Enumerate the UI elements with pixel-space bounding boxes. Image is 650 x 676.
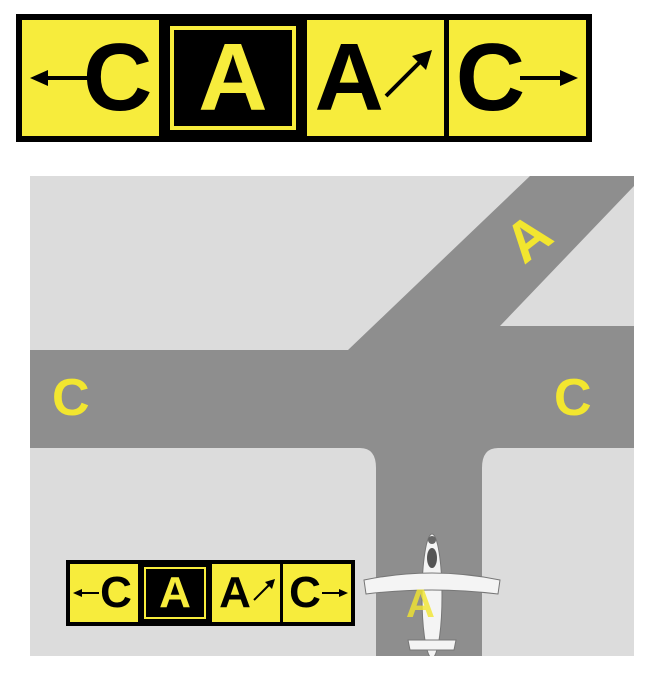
- direction-panel-a-up-right: A: [306, 20, 444, 136]
- location-panel-a: A: [164, 20, 302, 136]
- arrow-up-right-icon: [252, 578, 276, 602]
- direction-panel-a-up-right: A: [212, 564, 280, 622]
- panel-letter: C: [289, 568, 321, 617]
- direction-panel-c-left: C: [22, 20, 160, 136]
- location-panel-a: A: [141, 564, 209, 622]
- pavement-marking-a-bottom: A: [406, 582, 435, 626]
- direction-panel-c-left: C: [70, 564, 138, 622]
- direction-panel-c-right: C: [448, 20, 586, 136]
- arrow-up-right-icon: [382, 48, 434, 100]
- arrow-right-icon: [520, 68, 578, 88]
- pavement-marking-c-right: C: [554, 369, 592, 427]
- panel-letter: C: [455, 24, 526, 131]
- panel-letter: A: [198, 24, 268, 131]
- airplane-icon: [363, 533, 501, 656]
- arrow-right-icon: [322, 588, 348, 598]
- arrow-left-icon: [30, 68, 88, 88]
- arrow-left-icon: [73, 588, 99, 598]
- taxiway-sign-large: C A A C: [16, 14, 592, 142]
- panel-letter: A: [219, 568, 251, 617]
- panel-letter: C: [82, 24, 153, 131]
- pavement-marking-c-left: C: [52, 369, 90, 427]
- direction-panel-c-right: C: [283, 564, 351, 622]
- panel-letter: A: [314, 24, 384, 131]
- taxiway-sign-small: C A A C: [66, 560, 355, 626]
- panel-letter: A: [159, 568, 191, 617]
- panel-letter: C: [100, 568, 132, 617]
